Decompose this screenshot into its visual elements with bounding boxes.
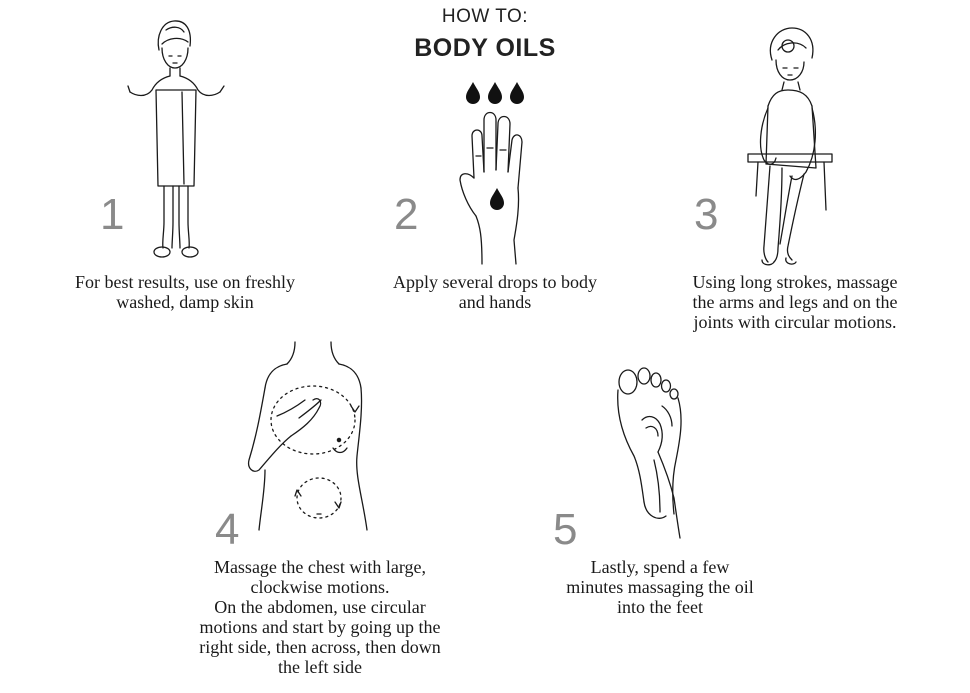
woman-towel-icon: [126, 16, 226, 262]
step-caption-1: For best results, use on freshly washed,…: [40, 272, 330, 312]
caption-line: and hands: [458, 292, 532, 312]
caption-line: joints with circular motions.: [693, 312, 897, 332]
step-number-4: 4: [215, 505, 240, 554]
step-number-1: 1: [100, 190, 125, 239]
foot-massage-icon: [614, 366, 694, 540]
oil-drops-icon: [466, 82, 524, 104]
caption-line: washed, damp skin: [116, 292, 254, 312]
step-caption-2: Apply several drops to body and hands: [350, 272, 640, 312]
step-number-2: 2: [394, 190, 419, 239]
caption-line: clockwise motions.: [250, 577, 390, 597]
caption-line: right side, then across, then down: [199, 637, 441, 657]
step-caption-4: Massage the chest with large, clockwise …: [170, 557, 470, 677]
caption-line: Using long strokes, massage: [692, 272, 898, 292]
step-number-5: 5: [553, 505, 578, 554]
step-caption-5: Lastly, spend a few minutes massaging th…: [520, 557, 800, 617]
caption-line: For best results, use on freshly: [75, 272, 295, 292]
caption-line: the arms and legs and on the: [692, 292, 898, 312]
woman-massaging-legs-icon: [744, 26, 836, 266]
caption-line: On the abdomen, use circular: [214, 597, 426, 617]
caption-line: motions and start by going up the: [199, 617, 441, 637]
header-kicker: HOW TO:: [441, 6, 529, 27]
caption-line: minutes massaging the oil: [566, 577, 754, 597]
caption-line: into the feet: [617, 597, 703, 617]
page-title: BODY OILS: [414, 34, 556, 62]
step-number-3: 3: [694, 190, 719, 239]
step-caption-3: Using long strokes, massage the arms and…: [650, 272, 940, 332]
caption-line: Apply several drops to body: [393, 272, 597, 292]
caption-line: Lastly, spend a few: [590, 557, 730, 577]
hand-oil-drops-icon: [456, 108, 534, 264]
torso-circular-motion-icon: [247, 340, 379, 536]
caption-line: the left side: [278, 657, 362, 677]
caption-line: Massage the chest with large,: [213, 557, 427, 577]
